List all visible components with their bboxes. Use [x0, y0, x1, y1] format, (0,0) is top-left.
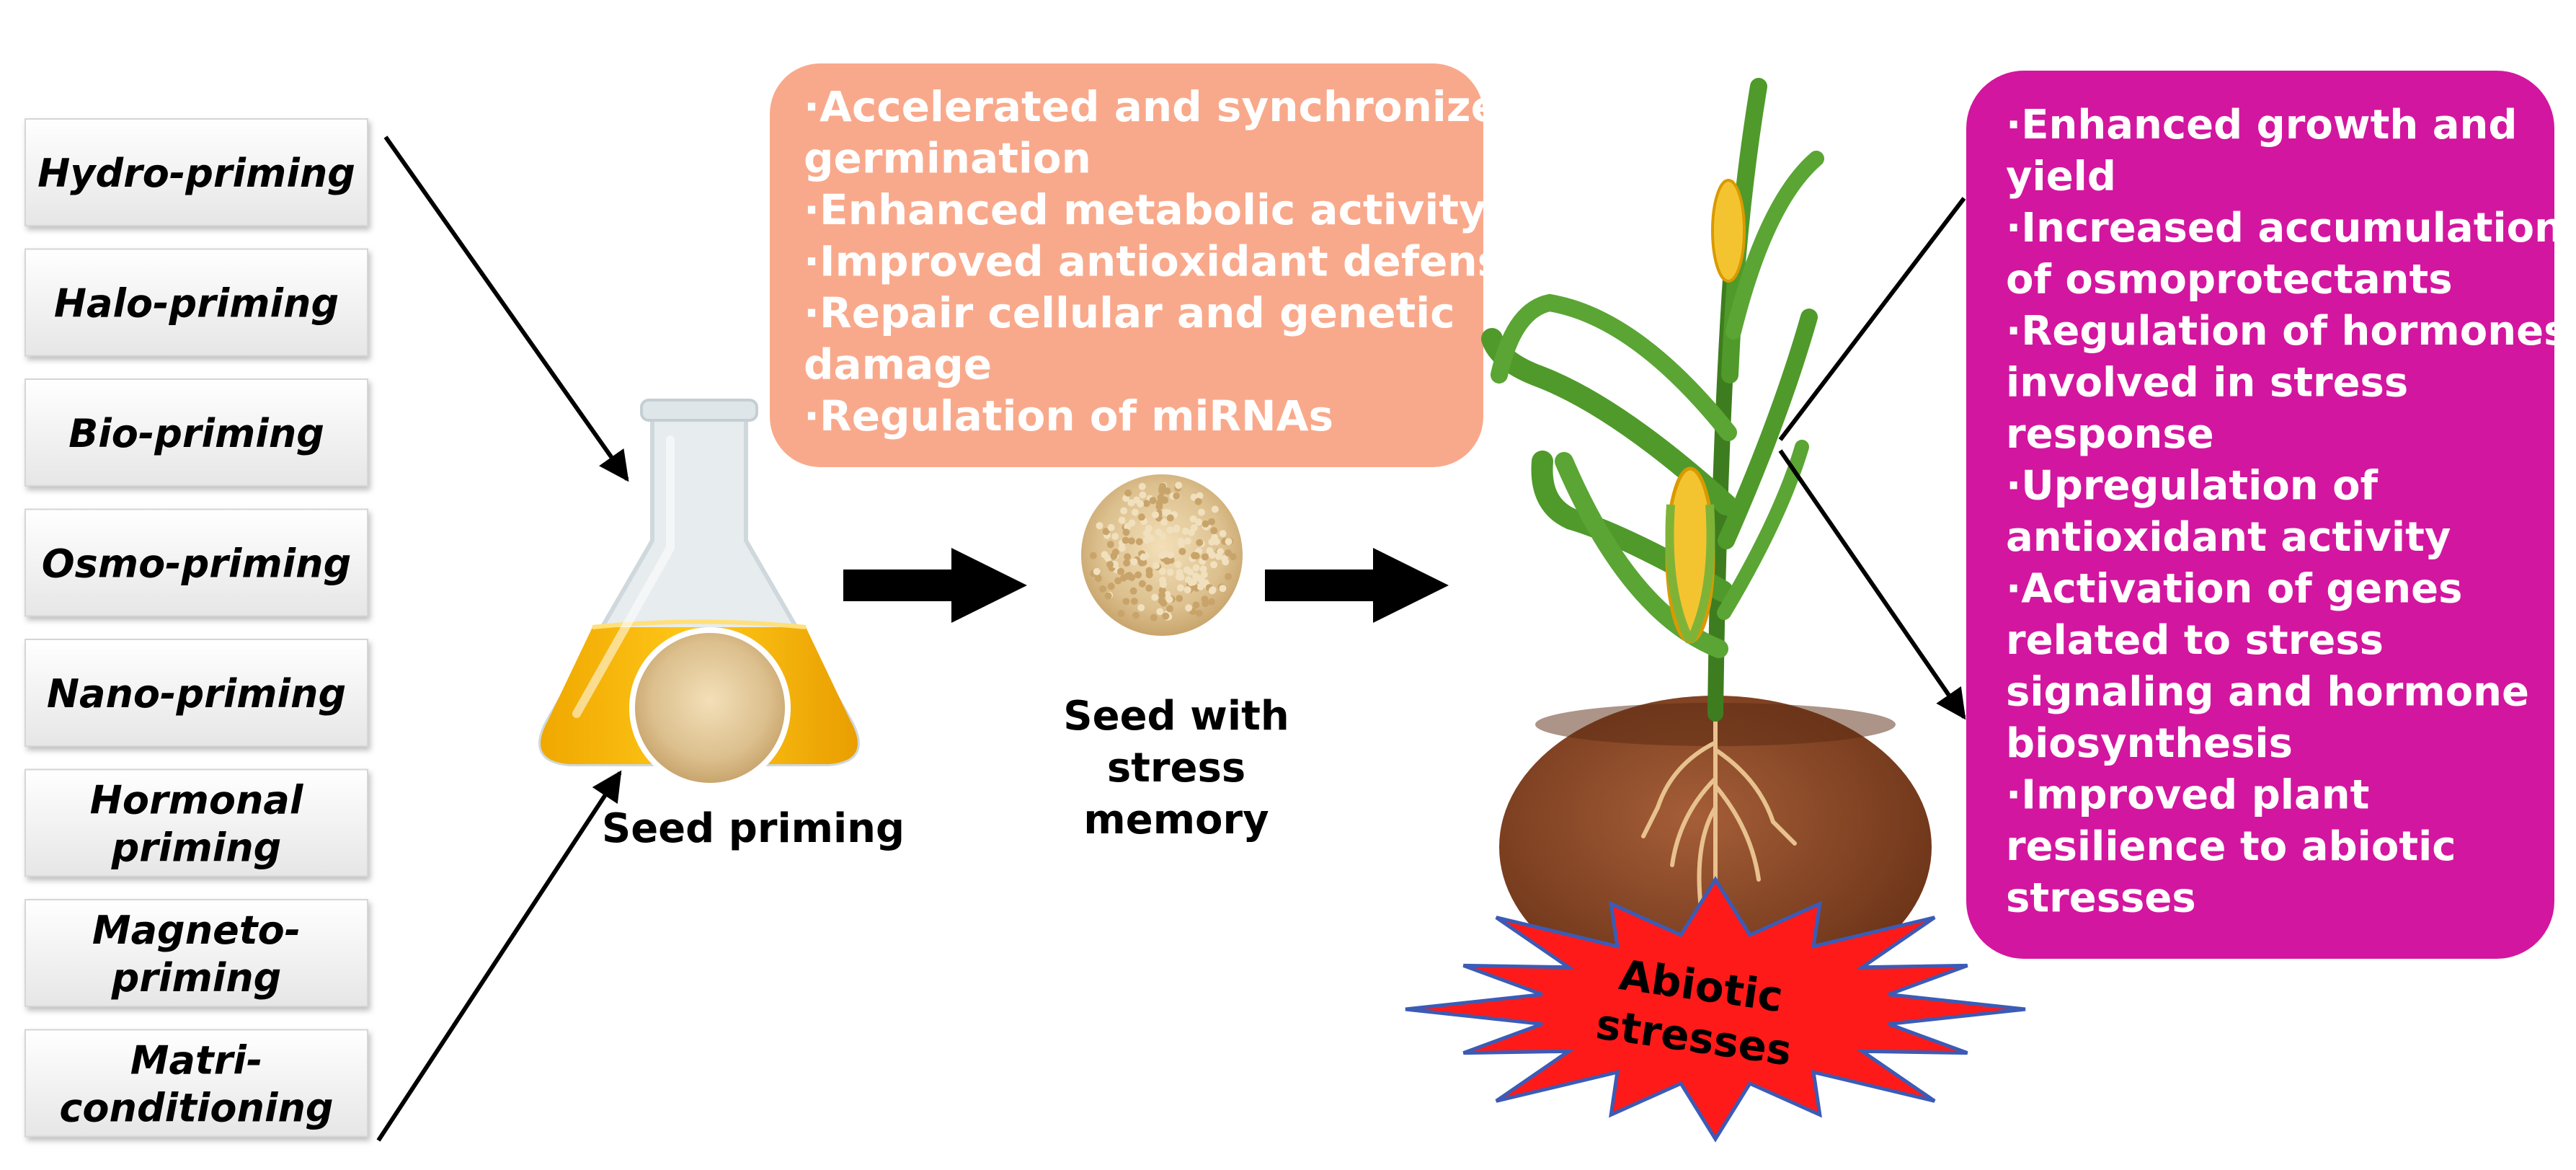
abiotic-stress-burst	[1405, 876, 2026, 1143]
seed-memory-label: Seed with stress memory	[1063, 693, 1289, 843]
text-line: ·Repair cellular and genetic	[804, 288, 1455, 337]
plant-outcomes-text: ·Enhanced growth and yield ·Increased accu…	[2006, 102, 2567, 922]
text-line: biosynthesis	[2006, 720, 2293, 767]
priming-method-label: Halo-priming	[54, 281, 339, 327]
text-line: of osmoprotectants	[2006, 257, 2453, 303]
stalk-and-leaves	[1481, 78, 1824, 722]
priming-method-label: Magneto-	[92, 908, 301, 953]
priming-method-label: priming	[111, 825, 282, 871]
priming-method-label: Hydro-priming	[37, 151, 355, 196]
maize-plant-icon	[1481, 78, 1932, 998]
text-line: Seed with	[1063, 693, 1289, 740]
text-line: yield	[2006, 154, 2116, 200]
priming-method-label: conditioning	[59, 1086, 333, 1131]
text-line: ·Upregulation of	[2006, 463, 2379, 510]
priming-method-box: Matri-conditioning	[25, 1029, 368, 1138]
priming-method-label: Nano-priming	[47, 671, 346, 717]
arrow-top-to-flask	[383, 136, 629, 482]
priming-method-label: Osmo-priming	[42, 541, 352, 587]
text-line: response	[2006, 411, 2214, 458]
priming-method-box: Nano-priming	[25, 639, 368, 747]
text-line: signaling and hormone	[2006, 669, 2529, 716]
priming-benefits-box	[770, 63, 1483, 467]
text-line: involved in stress	[2006, 360, 2408, 407]
priming-method-box: Halo-priming	[25, 248, 368, 357]
text-line: ·Improved antioxidant defense	[804, 237, 1531, 286]
text-line: ·Increased accumulation	[2006, 205, 2563, 252]
arrow-bottom-to-flask	[376, 770, 622, 1142]
text-line: ·Enhanced growth and	[2006, 102, 2517, 149]
text-line: ·Regulation of miRNAs	[804, 391, 1333, 440]
text-line: ·Improved plant	[2006, 772, 2369, 819]
text-line: resilience to abiotic	[2006, 823, 2456, 870]
priming-method-label: Hormonal	[90, 778, 304, 823]
plant-outcomes-box	[1966, 71, 2554, 959]
text-line: memory	[1083, 797, 1269, 843]
connector-plant-to-outcomes-top	[1778, 197, 1966, 441]
text-line: germination	[804, 134, 1091, 183]
text-line: ·Accelerated and synchronized	[804, 82, 1529, 131]
root-system	[1641, 712, 1797, 910]
priming-method-label: priming	[111, 955, 282, 1001]
text-line: antioxidant activity	[2006, 514, 2451, 561]
text-line: stresses	[2006, 875, 2196, 922]
text-line: damage	[804, 340, 992, 389]
priming-method-label: Matri-	[130, 1038, 263, 1083]
text-line: ·Activation of genes	[2006, 566, 2462, 613]
priming-method-label: Bio-priming	[68, 411, 324, 456]
seed-priming-label: Seed priming	[602, 805, 905, 852]
priming-methods-list: Hydro-primingHalo-primingBio-primingOsmo…	[25, 118, 368, 1138]
priming-method-box: Bio-priming	[25, 378, 368, 487]
priming-method-box: Hydro-priming	[25, 118, 368, 226]
arrow-seed-to-plant	[1265, 548, 1449, 623]
flask-icon	[538, 399, 860, 789]
seed-texture	[1089, 482, 1237, 621]
text-line: stress	[1107, 745, 1245, 792]
arrow-priming-to-seed	[843, 548, 1027, 623]
priming-method-box: Magneto-priming	[25, 899, 368, 1007]
corn-cob-icon	[1665, 179, 1746, 644]
connector-plant-to-outcomes-bottom	[1778, 449, 1966, 720]
text-line: ·Enhanced metabolic activity	[804, 185, 1486, 234]
text-line: ·Regulation of hormones	[2006, 308, 2567, 355]
priming-method-box: Osmo-priming	[25, 508, 368, 617]
seeds-in-flask	[635, 633, 785, 783]
text-line: related to stress	[2006, 617, 2384, 664]
